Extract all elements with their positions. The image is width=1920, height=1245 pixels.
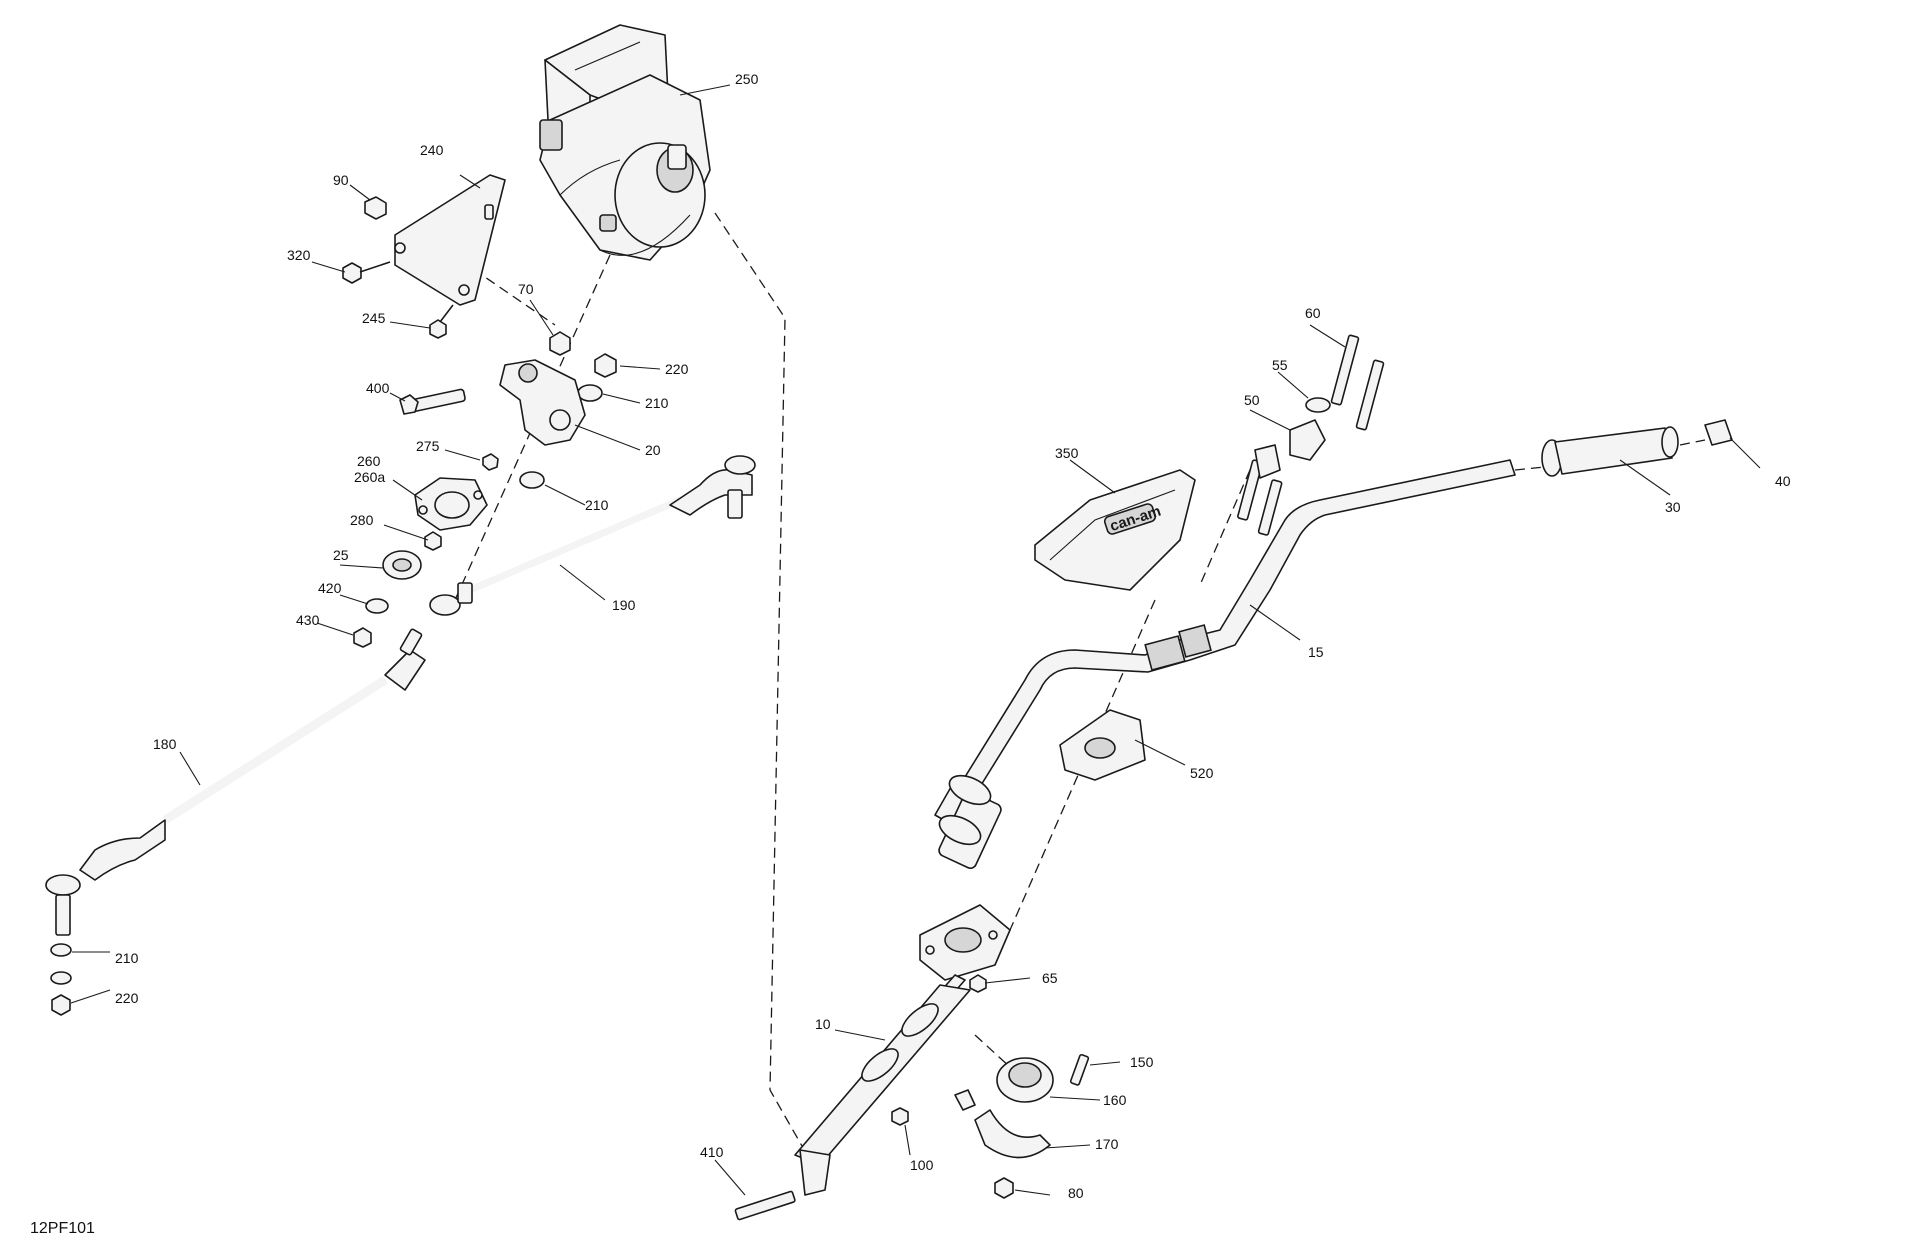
pitman-arm <box>499 359 586 446</box>
callout-20: 20 <box>645 442 661 458</box>
callout-25: 25 <box>333 547 349 563</box>
callout-90: 90 <box>333 172 349 188</box>
callout-40: 40 <box>1775 473 1791 489</box>
callout-150: 150 <box>1130 1054 1154 1070</box>
callout-250: 250 <box>735 71 759 87</box>
callout-400: 400 <box>366 380 390 396</box>
power-steering-unit <box>539 24 711 261</box>
handlebar-grip <box>1541 419 1733 477</box>
tie-rod-lower <box>45 628 426 1016</box>
steering-column <box>794 904 1011 1196</box>
callout-55: 55 <box>1272 357 1288 373</box>
callout-520: 520 <box>1190 765 1214 781</box>
callout-275: 275 <box>416 438 440 454</box>
callout-50: 50 <box>1244 392 1260 408</box>
callout-220-upper: 220 <box>665 361 689 377</box>
callout-100: 100 <box>910 1157 934 1173</box>
callout-170: 170 <box>1095 1136 1119 1152</box>
handlebar-clamp-hardware <box>1237 334 1385 536</box>
callout-160: 160 <box>1103 1092 1127 1108</box>
callout-245: 245 <box>362 310 386 326</box>
callout-15: 15 <box>1308 644 1324 660</box>
bracket <box>394 174 506 306</box>
lower-clamp <box>1059 709 1146 781</box>
callout-30: 30 <box>1665 499 1681 515</box>
callout-410: 410 <box>700 1144 724 1160</box>
handlebar <box>934 459 1516 869</box>
callout-240: 240 <box>420 142 444 158</box>
tie-rod-upper <box>429 455 756 616</box>
callout-420: 420 <box>318 580 342 596</box>
callout-180: 180 <box>153 736 177 752</box>
callout-280: 280 <box>350 512 374 528</box>
callout-80: 80 <box>1068 1185 1084 1201</box>
handlebar-cover: can-am <box>1034 469 1196 591</box>
callout-65: 65 <box>1042 970 1058 986</box>
callout-220-lower: 220 <box>115 990 139 1006</box>
callout-210-lower: 210 <box>115 950 139 966</box>
mounting-plate <box>382 477 488 580</box>
assembly-lines <box>454 212 1706 1161</box>
callout-190: 190 <box>612 597 636 613</box>
callout-350: 350 <box>1055 445 1079 461</box>
callout-210-upper: 210 <box>645 395 669 411</box>
callout-260a: 260a <box>354 469 385 485</box>
callout-10: 10 <box>815 1016 831 1032</box>
column-hardware <box>734 1053 1090 1221</box>
small-hardware-left <box>342 196 617 648</box>
callout-210-middle: 210 <box>585 497 609 513</box>
leader-lines <box>70 84 1761 1196</box>
callout-labels: 250 240 90 320 245 70 220 400 210 275 20… <box>115 71 1791 1201</box>
callout-260: 260 <box>357 453 381 469</box>
callout-70: 70 <box>518 281 534 297</box>
callout-430: 430 <box>296 612 320 628</box>
callout-320: 320 <box>287 247 311 263</box>
drawing-id: 12PF101 <box>30 1220 95 1237</box>
callout-60: 60 <box>1305 305 1321 321</box>
